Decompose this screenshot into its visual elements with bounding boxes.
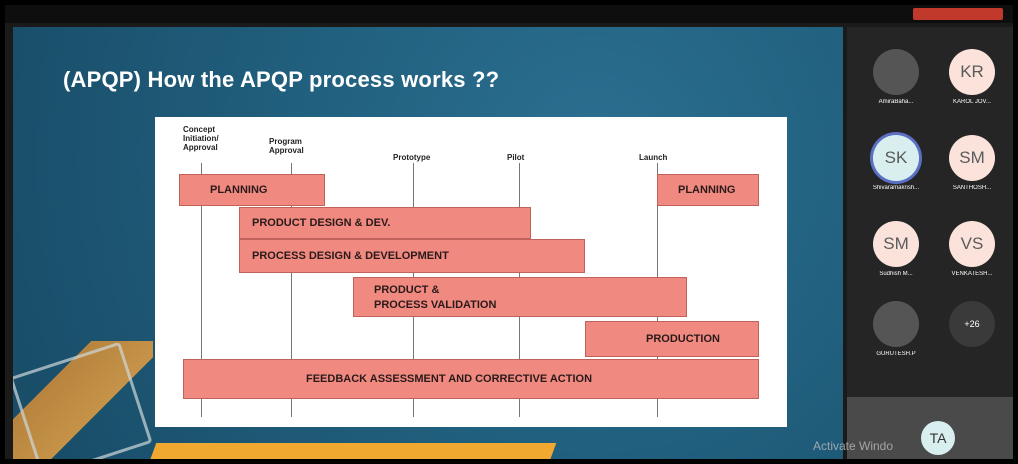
band-production-label: PRODUCTION bbox=[646, 333, 720, 345]
participant-photo-avatar bbox=[873, 301, 919, 347]
participant-tile[interactable]: AmiraBaha... bbox=[861, 45, 931, 109]
band-feedback: FEEDBACK ASSESSMENT AND CORRECTIVE ACTIO… bbox=[183, 359, 759, 399]
stage-program-approval: Program Approval bbox=[269, 137, 304, 155]
participant-tile[interactable]: GURUTESH.P bbox=[861, 297, 931, 361]
self-avatar: TA bbox=[921, 421, 955, 455]
stage-launch: Launch bbox=[639, 153, 668, 162]
participant-name: GURUTESH.P bbox=[876, 351, 916, 357]
band-feedback-label: FEEDBACK ASSESSMENT AND CORRECTIVE ACTIO… bbox=[306, 373, 593, 385]
participant-tile[interactable]: SK Shivaramakrish... bbox=[861, 131, 931, 195]
participant-avatar: SM bbox=[949, 135, 995, 181]
participant-tile[interactable]: SM Sudhish M... bbox=[861, 217, 931, 281]
more-participants-tile[interactable]: +26 bbox=[937, 297, 1007, 361]
top-bar bbox=[5, 5, 1013, 23]
participant-photo-avatar bbox=[873, 49, 919, 95]
slide-title: (APQP) How the APQP process works ?? bbox=[63, 67, 500, 92]
more-participants-count: +26 bbox=[949, 301, 995, 347]
participants-panel: AmiraBaha... KR KAROL JOV... SK Shivaram… bbox=[847, 27, 1013, 459]
stage-pilot: Pilot bbox=[507, 153, 525, 162]
band-planning-right-label: PLANNING bbox=[678, 184, 736, 196]
participant-avatar: VS bbox=[949, 221, 995, 267]
milestone-line-program bbox=[291, 163, 292, 417]
participant-tile[interactable]: VS VENKATESH... bbox=[937, 217, 1007, 281]
activate-windows-watermark: Activate Windo bbox=[813, 439, 894, 453]
stage-prototype: Prototype bbox=[393, 153, 431, 162]
band-validation-line2: PROCESS VALIDATION bbox=[374, 299, 497, 311]
band-planning-left-label: PLANNING bbox=[210, 184, 268, 196]
participant-name: SANTHOSH... bbox=[952, 185, 992, 191]
participant-name: VENKATESH... bbox=[951, 271, 993, 277]
band-planning-right: PLANNING bbox=[657, 174, 759, 206]
band-product-design: PRODUCT DESIGN & DEV. bbox=[239, 207, 531, 239]
band-validation: PRODUCT & PROCESS VALIDATION bbox=[353, 277, 687, 317]
participant-name: Shivaramakrish... bbox=[872, 185, 920, 191]
apqp-diagram: Concept Initiation/ Approval Program App… bbox=[155, 117, 787, 427]
band-product-design-label: PRODUCT DESIGN & DEV. bbox=[252, 217, 391, 229]
participant-tile[interactable]: SM SANTHOSH... bbox=[937, 131, 1007, 195]
band-process-design: PROCESS DESIGN & DEVELOPMENT bbox=[239, 239, 585, 273]
shared-slide: (APQP) How the APQP process works ?? Con… bbox=[13, 27, 843, 459]
apqp-diagram-panel: Concept Initiation/ Approval Program App… bbox=[155, 117, 787, 427]
slide-decoration-stripe bbox=[149, 443, 557, 459]
participant-avatar: SM bbox=[873, 221, 919, 267]
participant-avatar: SK bbox=[873, 135, 919, 181]
self-view-tile[interactable]: TA bbox=[847, 397, 1013, 459]
stage-concept: Concept Initiation/ Approval bbox=[183, 125, 219, 152]
slide-decoration-ruler bbox=[13, 341, 153, 459]
band-planning-left: PLANNING bbox=[179, 174, 325, 206]
participant-name: AmiraBaha... bbox=[878, 99, 914, 105]
participant-tile[interactable]: KR KAROL JOV... bbox=[937, 45, 1007, 109]
band-validation-line1: PRODUCT & bbox=[374, 284, 440, 296]
participant-avatar: KR bbox=[949, 49, 995, 95]
participant-name: KAROL JOV... bbox=[953, 99, 991, 105]
recording-indicator bbox=[913, 8, 1003, 20]
band-process-design-label: PROCESS DESIGN & DEVELOPMENT bbox=[252, 250, 449, 262]
participant-name: Sudhish M... bbox=[879, 271, 913, 277]
milestone-line-concept bbox=[201, 163, 202, 417]
band-production: PRODUCTION bbox=[585, 321, 759, 357]
